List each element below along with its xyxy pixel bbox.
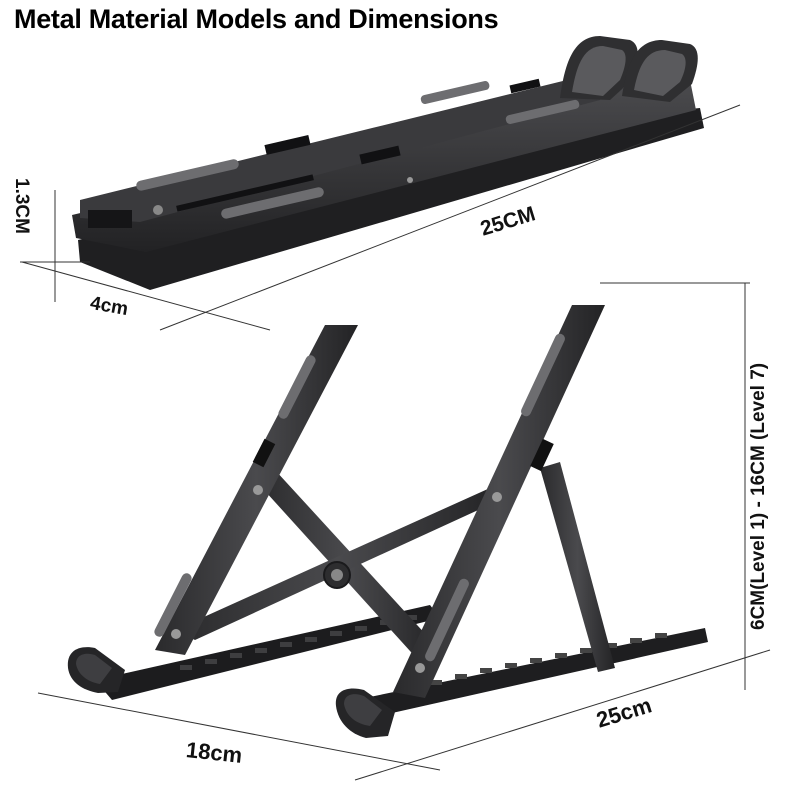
height-range-label: 6CM(Level 1) - 16CM (Level 7) — [748, 362, 769, 630]
folded-stand — [72, 36, 704, 290]
open-dimension-lines — [37, 282, 771, 781]
folded-base-plate — [78, 108, 704, 290]
thickness-label: 1.3CM — [11, 178, 32, 234]
page-title: Metal Material Models and Dimensions — [14, 4, 499, 34]
folded-top-plate — [72, 80, 696, 252]
back-base-rail — [355, 628, 708, 718]
folded-dimension-lines — [20, 104, 741, 331]
front-base-rail — [95, 605, 440, 700]
open-stand — [67, 305, 708, 738]
back-support-leg — [540, 462, 615, 672]
